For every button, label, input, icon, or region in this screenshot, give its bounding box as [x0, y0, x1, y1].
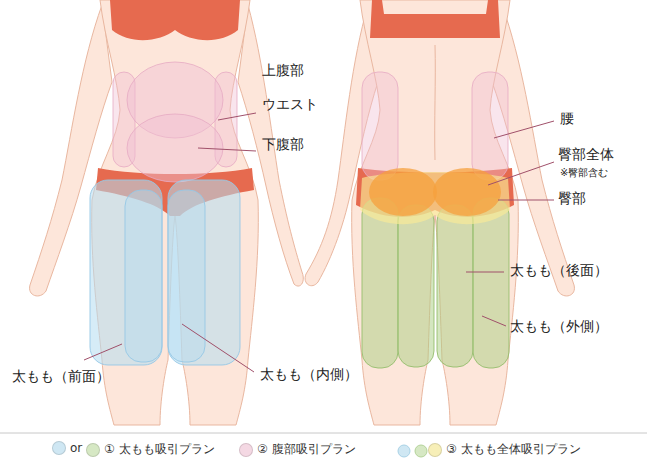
- region-label: 上腹部: [262, 62, 304, 79]
- region-label: 腰: [560, 110, 574, 127]
- legend-text: ② 腹部吸引プラン: [257, 441, 356, 458]
- region-label: 下腹部: [262, 136, 304, 153]
- legend-swatch: [428, 443, 442, 457]
- legend-swatch: [239, 443, 253, 457]
- legend-item: ③ 太もも全体吸引プラン: [428, 441, 581, 458]
- region-label: 臀部: [558, 190, 586, 207]
- legend-text: ③ 太もも全体吸引プラン: [446, 441, 581, 458]
- legend-swatch: [86, 443, 100, 457]
- legend-item: or: [52, 441, 82, 455]
- region-label: 太もも（後面）: [510, 262, 608, 279]
- legend-item: ① 太もも吸引プラン: [86, 441, 215, 458]
- region-label: ※臀部含む: [560, 167, 608, 179]
- legend-text: ① 太もも吸引プラン: [104, 441, 215, 458]
- region-label: 太もも（前面）: [12, 368, 110, 385]
- leader-lines: [84, 113, 554, 372]
- legend-item: ② 腹部吸引プラン: [239, 441, 356, 458]
- legend-text: or: [70, 441, 82, 455]
- region-label: ウエスト: [262, 96, 318, 113]
- region-label: 臀部全体: [558, 146, 614, 163]
- legend-swatch: [52, 441, 66, 455]
- legend: or ① 太もも吸引プラン ② 腹部吸引プラン ③ 太もも全体吸引プラン: [0, 441, 647, 461]
- region-label: 太もも（内側）: [260, 366, 358, 383]
- region-label: 太もも（外側）: [510, 318, 608, 335]
